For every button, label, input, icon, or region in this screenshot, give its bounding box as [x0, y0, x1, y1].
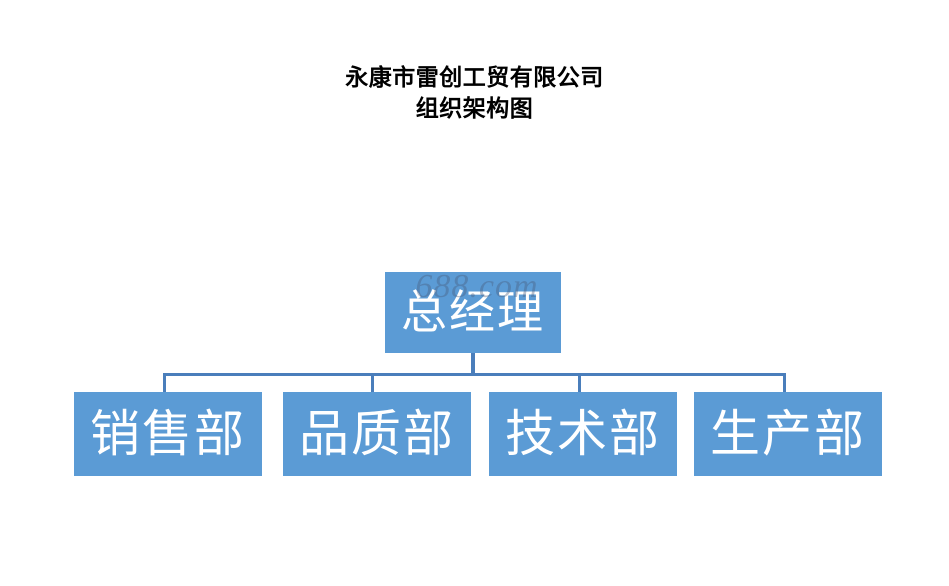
connector-root-stem — [471, 353, 475, 375]
chart-title-line-1: 永康市雷创工贸有限公司 — [345, 64, 604, 90]
connector-horizontal-bus — [163, 373, 786, 376]
connector-drop-sales — [163, 375, 166, 393]
connector-drop-technical — [578, 375, 581, 393]
chart-title-line-2: 组织架构图 — [415, 95, 534, 122]
org-node-sales-department[interactable]: 销售部 — [74, 392, 262, 476]
org-node-technical-department[interactable]: 技术部 — [489, 392, 677, 476]
org-node-general-manager[interactable]: 总经理 — [385, 272, 561, 353]
org-node-quality-department[interactable]: 品质部 — [283, 392, 471, 476]
chart-title: 永康市雷创工贸有限公司 组织架构图 — [0, 62, 949, 124]
connector-drop-production — [783, 375, 786, 393]
org-node-production-department[interactable]: 生产部 — [694, 392, 882, 476]
connector-drop-quality — [371, 375, 374, 393]
